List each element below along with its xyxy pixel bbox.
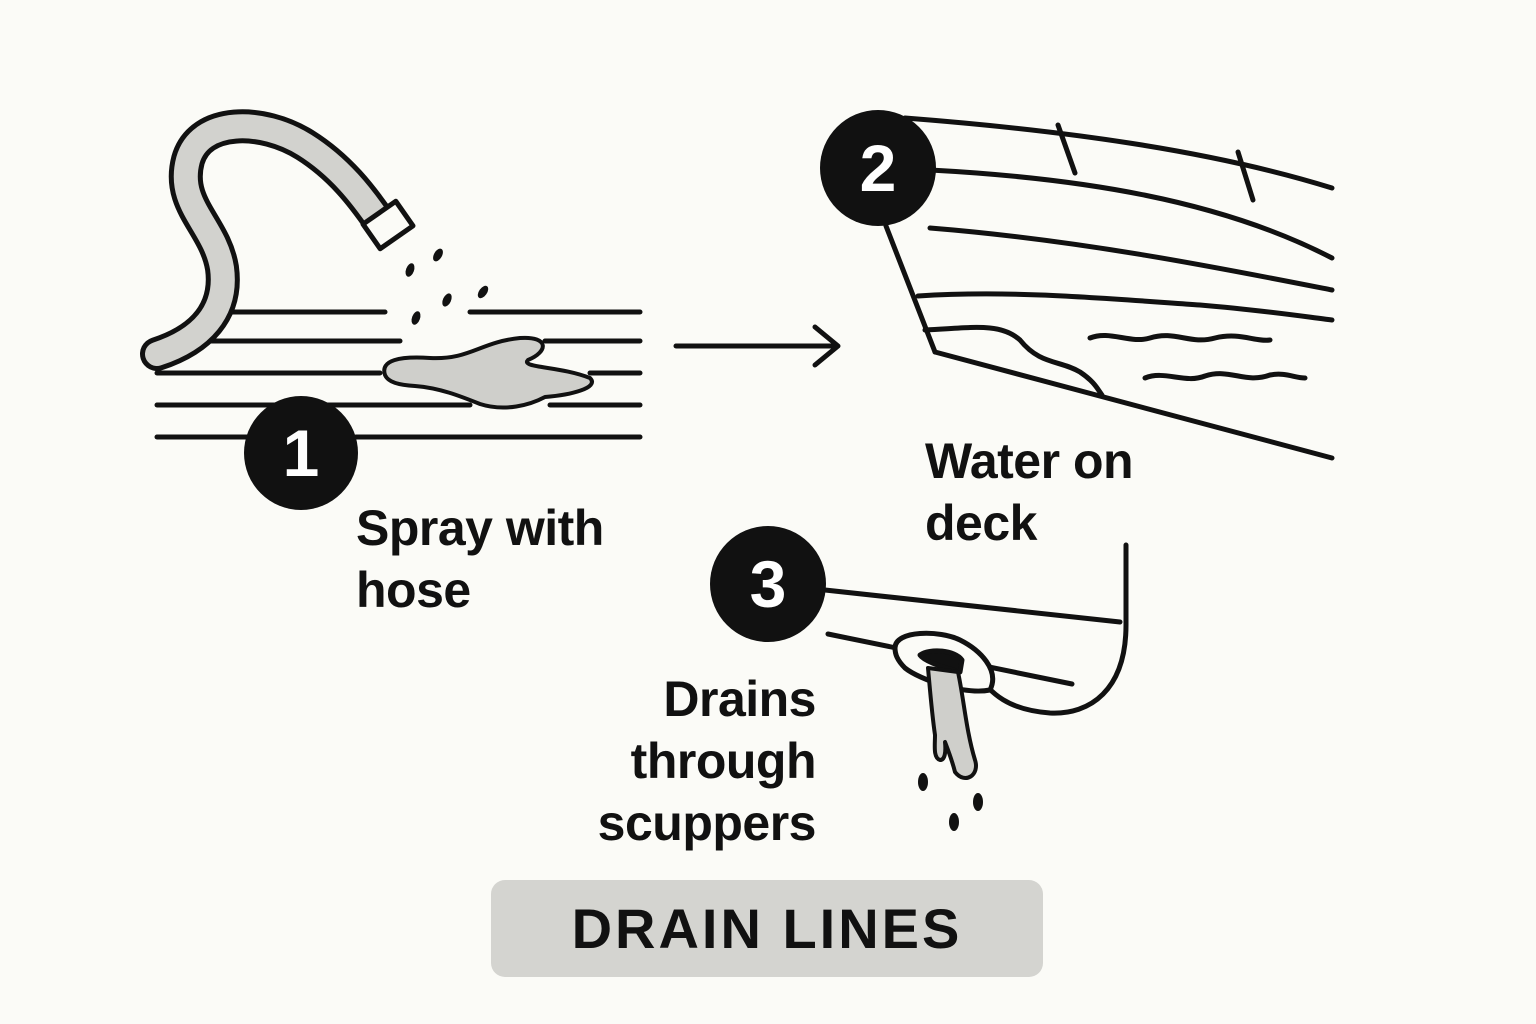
step-3-label: Drains through scuppers [560,668,817,854]
step-1-label: Spray with hose [356,497,604,621]
step-1-label-line-1: Spray with [356,500,604,556]
arrow-right-icon [673,324,841,368]
boat-hull-icon [883,115,1335,461]
step-3-label-line-2: through [630,733,817,789]
step-2-label-line-1: Water on [925,433,1134,489]
step-3-label-line-3: scuppers [597,795,817,851]
diagram-title: DRAIN LINES [491,880,1043,977]
water-drops-icon [405,248,489,325]
step-2-label-line-2: deck [925,495,1037,551]
step-2-label: Water on deck [925,430,1134,554]
step-2-badge: 2 [820,110,936,226]
step-1-badge: 1 [244,396,358,510]
hose-icon [140,109,416,371]
step-3-badge: 3 [710,526,826,642]
step-1-label-line-2: hose [356,562,471,618]
water-puddle [382,335,594,410]
step-3-label-line-1: Drains [663,671,816,727]
scupper-drain-icon [822,542,1129,831]
